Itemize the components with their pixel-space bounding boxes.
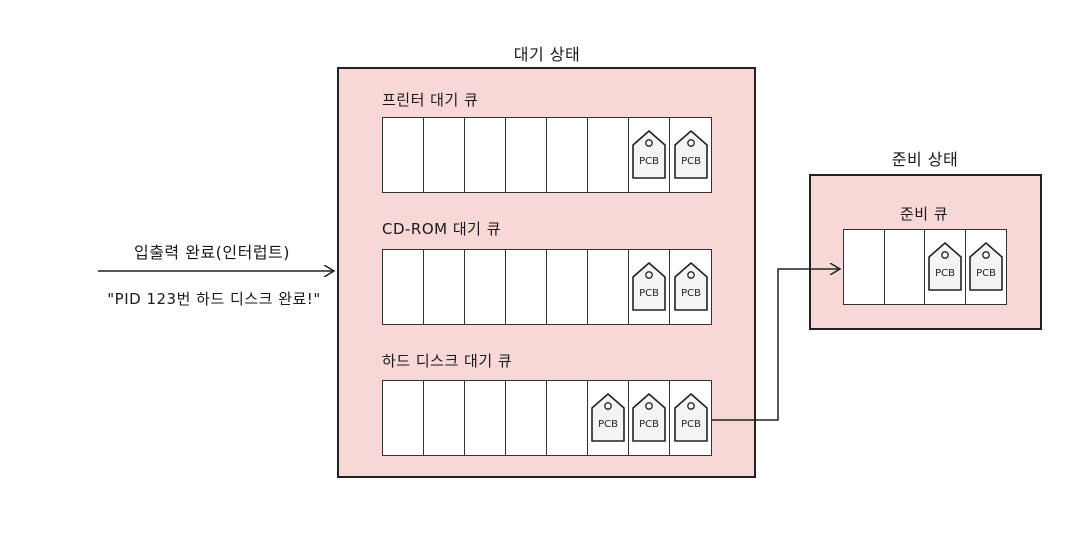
- pcb-label: PCB: [681, 156, 701, 167]
- queue-slot: [383, 381, 424, 455]
- queue-slot: PCB: [670, 118, 711, 192]
- pcb-tag-icon: PCB: [632, 130, 666, 179]
- interrupt-message: "PID 123번 하드 디스크 완료!": [107, 290, 321, 308]
- cdrom-queue-label: CD-ROM 대기 큐: [382, 220, 502, 238]
- pcb-label: PCB: [639, 419, 659, 430]
- queue-slot: [424, 118, 465, 192]
- queue-slot: [506, 118, 547, 192]
- pcb-tag-icon: PCB: [673, 130, 708, 179]
- queue-slot: [506, 250, 547, 324]
- disk-wait-queue: PCB PCB PCB: [382, 380, 712, 456]
- queue-slot: [465, 250, 506, 324]
- queue-slot: [547, 118, 588, 192]
- pcb-label: PCB: [681, 419, 701, 430]
- ready-state-title: 준비 상태: [891, 150, 959, 169]
- pcb-tag-icon: PCB: [673, 393, 708, 442]
- pcb-tag-icon: PCB: [968, 242, 1003, 291]
- queue-slot: PCB: [629, 381, 670, 455]
- waiting-state-title: 대기 상태: [513, 45, 581, 64]
- pcb-tag-icon: PCB: [632, 393, 666, 442]
- queue-slot: PCB: [629, 250, 670, 324]
- pcb-label: PCB: [935, 268, 955, 279]
- queue-slot: [424, 250, 465, 324]
- queue-slot: PCB: [670, 250, 711, 324]
- queue-slot: PCB: [670, 381, 711, 455]
- printer-queue-label: 프린터 대기 큐: [382, 91, 479, 109]
- ready-queue: PCB PCB: [843, 229, 1007, 305]
- queue-slot: PCB: [925, 230, 966, 304]
- pcb-tag-icon: PCB: [591, 393, 625, 442]
- interrupt-title: 입출력 완료(인터럽트): [133, 243, 291, 262]
- pcb-label: PCB: [639, 156, 659, 167]
- queue-slot: PCB: [965, 230, 1006, 304]
- printer-wait-queue: PCB PCB: [382, 117, 712, 193]
- queue-slot: [884, 230, 925, 304]
- cdrom-wait-queue: PCB PCB: [382, 249, 712, 325]
- queue-slot: [465, 381, 506, 455]
- queue-slot: [844, 230, 885, 304]
- pcb-label: PCB: [681, 288, 701, 299]
- queue-slot: [588, 250, 629, 324]
- pcb-label: PCB: [976, 268, 996, 279]
- pcb-tag-icon: PCB: [632, 262, 666, 311]
- pcb-label: PCB: [639, 288, 659, 299]
- queue-slot: PCB: [629, 118, 670, 192]
- pcb-label: PCB: [598, 419, 618, 430]
- queue-slot: [383, 118, 424, 192]
- pcb-tag-icon: PCB: [673, 262, 708, 311]
- queue-slot: [547, 250, 588, 324]
- queue-slot: [588, 118, 629, 192]
- queue-slot: [383, 250, 424, 324]
- queue-slot: PCB: [588, 381, 629, 455]
- ready-queue-label: 준비 큐: [899, 205, 949, 223]
- pcb-tag-icon: PCB: [927, 242, 962, 291]
- disk-queue-label: 하드 디스크 대기 큐: [382, 352, 513, 370]
- queue-slot: [424, 381, 465, 455]
- move-to-ready-arrow: [712, 269, 840, 421]
- queue-slot: [506, 381, 547, 455]
- queue-slot: [465, 118, 506, 192]
- queue-slot: [547, 381, 588, 455]
